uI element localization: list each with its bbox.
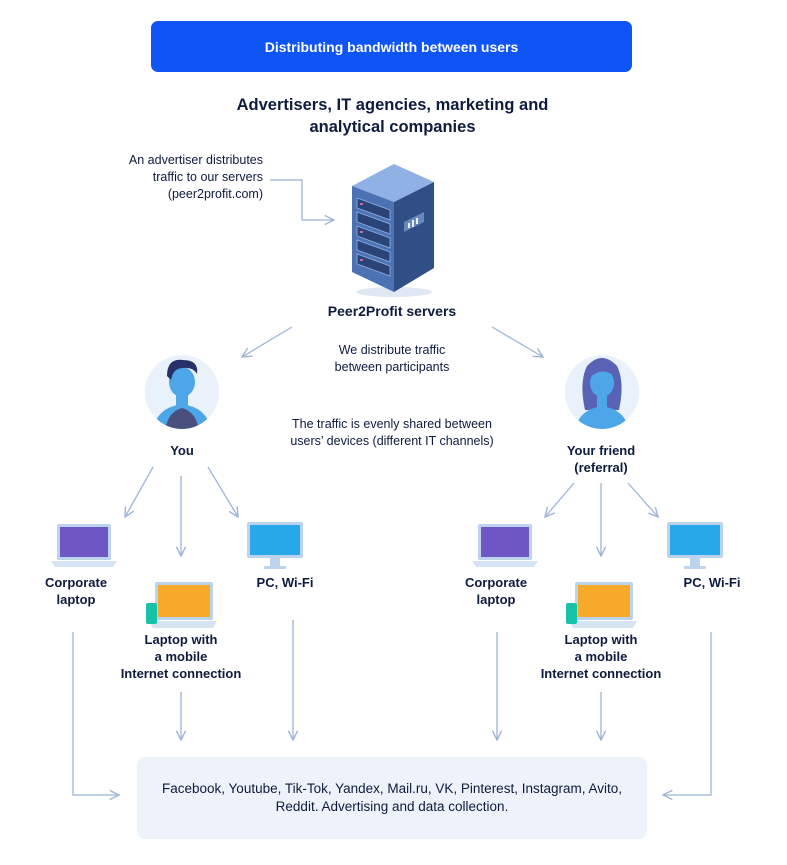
shared-traffic-note: The traffic is evenly shared between use… (272, 416, 512, 450)
arrow-server-to-you (242, 326, 293, 357)
arrow-you-to-corporate (125, 466, 154, 517)
server-rack-icon (348, 160, 438, 298)
arrow-right-pc-to-target (663, 632, 712, 795)
advertiser-note-line: An advertiser distributes (128, 153, 263, 167)
mobile-laptop-icon (564, 581, 638, 631)
advertiser-note-line: traffic to our servers (152, 170, 263, 184)
servers-label: Peer2Profit servers (327, 303, 457, 319)
corporate-label-line: Corporate (464, 575, 528, 590)
corporate-laptop-label: Corporate laptop (26, 574, 126, 608)
arrow-friend-to-corporate (545, 482, 575, 517)
corporate-label-line: laptop (56, 592, 96, 607)
shared-note-line: users’ devices (different IT channels) (290, 434, 494, 448)
arrow-friend-to-pc (627, 482, 658, 517)
target-platforms-text: Facebook, Youtube, Tik-Tok, Yandex, Mail… (162, 781, 622, 814)
friend-label: Your friend (referral) (551, 442, 651, 476)
distribute-note-line: between participants (334, 360, 450, 374)
mobile-laptop-label-line: Internet connection (120, 666, 242, 681)
corporate-laptop-icon (50, 523, 118, 569)
mobile-laptop-label-line: Laptop with (564, 632, 638, 647)
mobile-laptop-label-line: Laptop with (144, 632, 218, 647)
corporate-label-line: laptop (476, 592, 516, 607)
male-avatar-icon (143, 352, 221, 432)
clients-heading: Advertisers, IT agencies, marketing and … (236, 96, 549, 136)
arrow-server-to-friend (491, 326, 543, 357)
mobile-laptop-label-line: a mobile (154, 649, 208, 664)
corporate-laptop-icon (471, 523, 539, 569)
advertiser-note-line: (peer2profit.com) (167, 187, 263, 201)
distribute-note-line: We distribute traffic (338, 343, 446, 357)
mobile-laptop-label: Laptop with a mobile Internet connection (531, 631, 671, 682)
friend-label-line: Your friend (566, 443, 636, 458)
pc-monitor-icon (666, 521, 724, 571)
target-platforms-box: Facebook, Youtube, Tik-Tok, Yandex, Mail… (137, 757, 647, 839)
mobile-laptop-label: Laptop with a mobile Internet connection (111, 631, 251, 682)
friend-label-line: (referral) (574, 460, 628, 475)
arrow-advertiser-to-server (270, 179, 334, 220)
female-avatar-icon (563, 352, 641, 432)
pc-wifi-label: PC, Wi-Fi (683, 575, 741, 590)
shared-note-line: The traffic is evenly shared between (292, 417, 492, 431)
arrow-you-to-pc (207, 466, 238, 517)
advertiser-note: An advertiser distributes traffic to our… (95, 152, 263, 203)
corporate-laptop-label: Corporate laptop (446, 574, 546, 608)
arrow-left-corporate-to-target (72, 632, 119, 795)
pc-wifi-label: PC, Wi-Fi (256, 575, 314, 590)
mobile-laptop-icon (144, 581, 218, 631)
distribute-note: We distribute traffic between participan… (312, 342, 472, 376)
mobile-laptop-label-line: Internet connection (540, 666, 662, 681)
pc-monitor-icon (246, 521, 304, 571)
mobile-laptop-label-line: a mobile (574, 649, 628, 664)
header-title-bar: Distributing bandwidth between users (151, 21, 632, 72)
you-label: You (170, 443, 194, 458)
corporate-label-line: Corporate (44, 575, 108, 590)
header-title: Distributing bandwidth between users (264, 38, 519, 55)
